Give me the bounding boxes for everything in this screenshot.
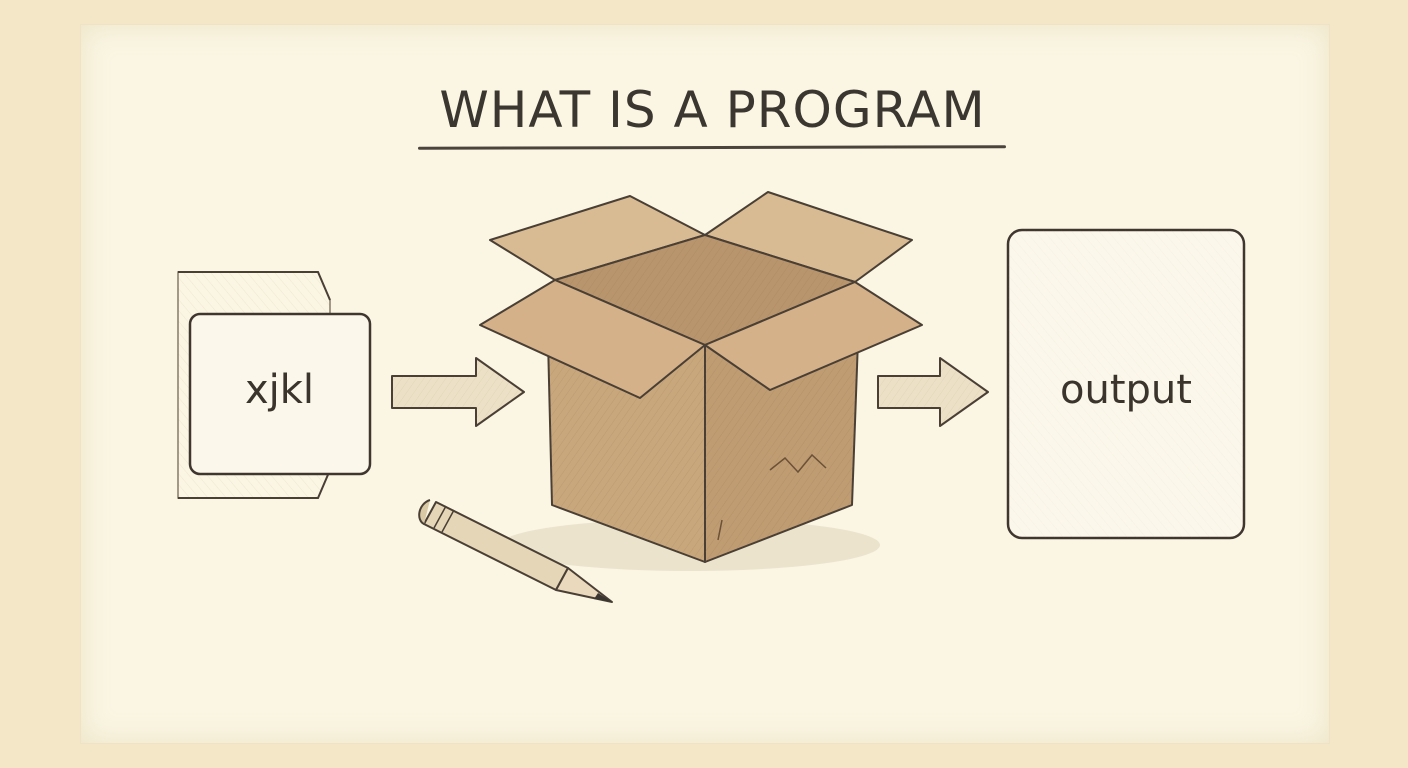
document-icon <box>177 271 372 499</box>
output-label: output <box>1060 367 1192 413</box>
cardboard-box-icon <box>479 191 923 571</box>
arrow-right-icon <box>391 357 525 427</box>
output-panel-icon <box>1006 228 1246 540</box>
input-label: xjkl <box>244 367 315 413</box>
arrow-right-icon <box>877 357 989 427</box>
page-title: WHAT IS A PROGRAM <box>439 81 986 139</box>
pencil-icon <box>418 499 613 603</box>
